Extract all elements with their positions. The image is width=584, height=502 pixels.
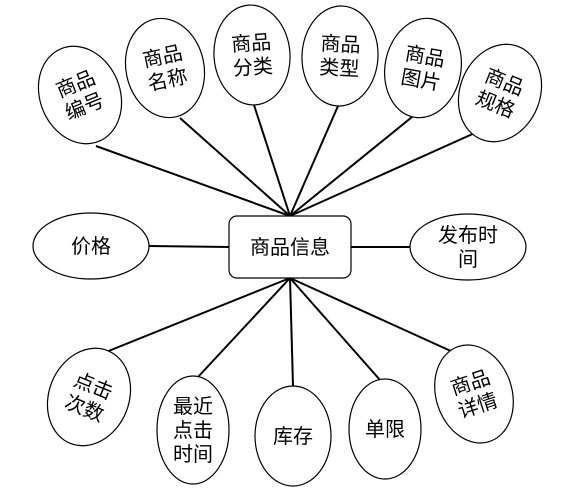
attribute-label: 库存 — [273, 424, 313, 448]
attribute-label: 商品分类 — [230, 30, 273, 81]
attribute-label-line: 商品 — [320, 31, 361, 57]
attribute-ellipse — [383, 17, 463, 119]
edge-stock — [289, 277, 294, 387]
attribute-label-group: 发布时间 — [438, 223, 498, 271]
entity-label: 商品信息 — [250, 235, 330, 259]
attribute-ellipse — [409, 213, 527, 281]
attribute-label: 最近点击时间 — [173, 394, 213, 466]
attribute-goods-category: 商品分类 — [213, 4, 291, 106]
attribute-label-line: 库存 — [273, 424, 313, 448]
attribute-label: 价格 — [71, 234, 111, 258]
attribute-purchase-limit: 单限 — [348, 378, 422, 480]
entity-goods-info: 商品信息 — [228, 215, 352, 279]
attribute-goods-type: 商品类型 — [301, 5, 379, 107]
attribute-label: 发布时间 — [438, 223, 498, 271]
edge-goods-image — [289, 116, 413, 217]
attribute-goods-name: 商品名称 — [124, 17, 206, 119]
attribute-ellipse — [156, 375, 230, 485]
attribute-ellipse — [37, 45, 123, 145]
attribute-ellipse — [124, 17, 206, 119]
edge-click-count — [105, 277, 291, 353]
attribute-price: 价格 — [32, 212, 150, 280]
attribute-label: 商品规格 — [472, 63, 527, 122]
edge-goods-detail — [289, 277, 454, 353]
attribute-publish-time: 发布时间 — [409, 213, 527, 281]
attribute-label: 单限 — [365, 417, 405, 441]
attribute-ellipse — [32, 212, 150, 280]
attribute-label: 商品类型 — [319, 31, 361, 81]
attribute-ellipse — [213, 4, 291, 106]
attribute-label-line: 商品 — [230, 30, 272, 57]
attribute-ellipse — [457, 43, 543, 143]
attribute-stock: 库存 — [254, 385, 332, 487]
attribute-label-group: 商品图片 — [399, 41, 447, 95]
attribute-ellipse — [46, 347, 132, 447]
attribute-label-group: 价格 — [71, 234, 111, 258]
attribute-label-line: 类型 — [319, 55, 360, 81]
attribute-label: 商品名称 — [140, 40, 189, 95]
edge-price — [148, 245, 230, 248]
attribute-label-group: 商品名称 — [140, 40, 189, 95]
attribute-label-line: 价格 — [71, 234, 111, 258]
attribute-goods-image: 商品图片 — [383, 17, 463, 119]
edge-goods-type — [289, 105, 339, 217]
attribute-label-group: 商品类型 — [319, 31, 361, 81]
attribute-label-line: 发布时 — [438, 223, 498, 247]
entity-label-line: 商品信息 — [250, 235, 330, 259]
attribute-goods-detail: 商品详情 — [434, 344, 514, 444]
attribute-label-line: 分类 — [232, 54, 274, 81]
attribute-ellipse — [434, 344, 514, 444]
edge-last-click-time — [197, 277, 291, 378]
attribute-label-line: 点击 — [173, 418, 213, 442]
attribute-label-group: 库存 — [273, 424, 313, 448]
attribute-goods-spec: 商品规格 — [457, 43, 543, 143]
connector-lines — [95, 104, 478, 387]
attribute-label-group: 单限 — [365, 417, 405, 441]
attribute-label-group: 最近点击时间 — [173, 394, 213, 466]
attribute-label-line: 时间 — [173, 442, 213, 466]
attribute-label-line: 间 — [458, 247, 478, 271]
edge-goods-number — [95, 145, 291, 217]
attribute-label-line: 单限 — [365, 417, 405, 441]
entity-box — [228, 215, 352, 279]
attribute-ellipse — [254, 385, 332, 487]
attribute-nodes: 商品编号商品名称商品分类商品类型商品图片商品规格价格发布时间点击次数最近点击时间… — [32, 4, 543, 487]
attribute-label-line: 最近 — [173, 394, 213, 418]
attribute-ellipse — [301, 5, 379, 107]
attribute-click-count: 点击次数 — [46, 347, 132, 447]
edge-goods-name — [179, 117, 291, 217]
attribute-goods-number: 商品编号 — [37, 45, 123, 145]
edge-goods-category — [253, 104, 291, 217]
attribute-ellipse — [348, 378, 422, 480]
attribute-label: 商品图片 — [399, 41, 447, 95]
edge-purchase-limit — [289, 277, 381, 381]
attribute-label-group: 商品规格 — [472, 63, 527, 122]
attribute-label-group: 商品分类 — [230, 30, 273, 81]
attribute-last-click-time: 最近点击时间 — [156, 375, 230, 485]
edge-goods-spec — [289, 131, 478, 217]
